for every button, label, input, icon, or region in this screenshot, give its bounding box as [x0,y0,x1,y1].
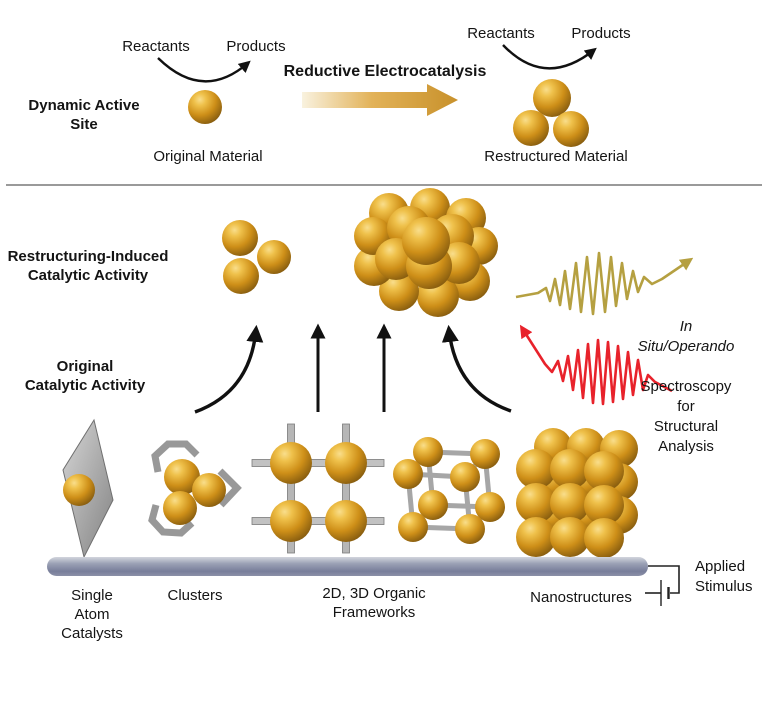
single-atom-label: Single Atom Catalysts [61,587,123,642]
original-material-sphere [188,90,222,124]
spectroscopy-label: In Situ/Operando Spectroscopy for Struct… [638,297,735,457]
reaction-arc-right [502,44,597,70]
original-activity-label: Original Catalytic Activity [24,358,146,394]
single-atom-catalyst-graphic [62,418,114,559]
framework-3d-graphic [393,437,505,544]
products-left-label: Products [226,38,286,55]
spectroscopy-label-rest: Spectroscopy for Structural Analysis [640,378,732,455]
spectroscopy-signal-yellow [515,251,694,316]
restructuring-activity-label: Restructuring-Induced Catalytic Activity [7,248,169,284]
frameworks-label: 2D, 3D Organic Frameworks [322,585,426,621]
restructured-cluster-large [354,188,498,317]
up-arrow-curved-left [194,324,264,414]
spectroscopy-signal-red [519,324,673,406]
clusters-graphic [148,440,242,537]
reactants-left-label: Reactants [122,38,190,55]
spectroscopy-label-italic: In Situ/Operando [637,318,735,355]
process-arrow [302,84,458,116]
applied-stimulus-label: Applied Stimulus [695,558,753,595]
reactants-right-label: Reactants [467,25,535,42]
restructured-material-cluster [513,79,589,147]
process-title: Reductive Electrocatalysis [283,63,487,80]
restructured-material-label: Restructured Material [484,148,628,165]
restructured-cluster-small [222,220,291,294]
dynamic-active-site-label: Dynamic Active Site [28,97,140,133]
original-material-label: Original Material [153,148,263,165]
restructuring-arrows [194,323,512,414]
substrate-bar [47,557,648,576]
battery-icon [645,565,680,606]
products-right-label: Products [571,25,631,42]
framework-2d-graphic [251,423,385,554]
clusters-label: Clusters [167,587,223,604]
up-arrow-curved-right [441,324,512,413]
nanostructure-graphic [516,428,638,558]
reaction-arc-left [157,57,251,83]
nanostructures-label: Nanostructures [530,589,632,606]
